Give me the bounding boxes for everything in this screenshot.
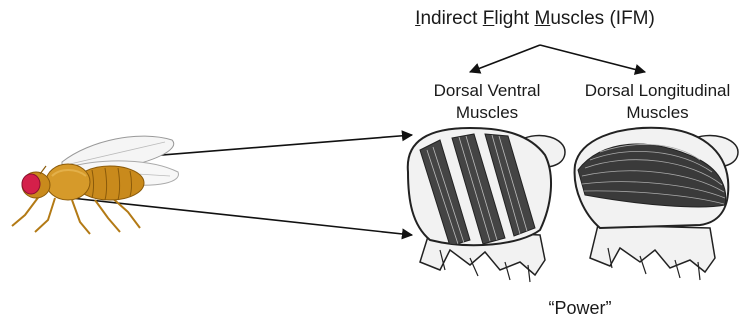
fruit-fly-icon — [12, 136, 178, 234]
branch-arrows — [470, 45, 645, 72]
arrow-to-dl — [540, 45, 645, 72]
title-rest-flight: light — [494, 8, 534, 29]
title-initial-m: M — [535, 8, 551, 29]
title-rest-muscles: uscles (IFM) — [550, 8, 655, 29]
diagram-title: Indirect Flight Muscles (IFM) — [405, 8, 665, 30]
dorsal-longitudinal-line1: Dorsal Longitudinal — [570, 80, 743, 102]
title-rest-indirect: ndirect — [420, 8, 482, 29]
thorax-dl-muscle-icon — [575, 128, 738, 280]
dorsal-ventral-line1: Dorsal Ventral — [402, 80, 572, 102]
arrow-fly-bottom — [62, 197, 412, 235]
dorsal-ventral-label: Dorsal Ventral Muscles — [402, 80, 572, 124]
dorsal-ventral-line2: Muscles — [402, 102, 572, 124]
thorax-dv-muscle-icon — [408, 128, 565, 282]
title-initial-f: F — [483, 8, 495, 29]
power-caption: “Power” — [520, 298, 640, 319]
dorsal-longitudinal-line2: Muscles — [570, 102, 743, 124]
arrow-to-dv — [470, 45, 540, 72]
dorsal-longitudinal-label: Dorsal Longitudinal Muscles — [570, 80, 743, 124]
